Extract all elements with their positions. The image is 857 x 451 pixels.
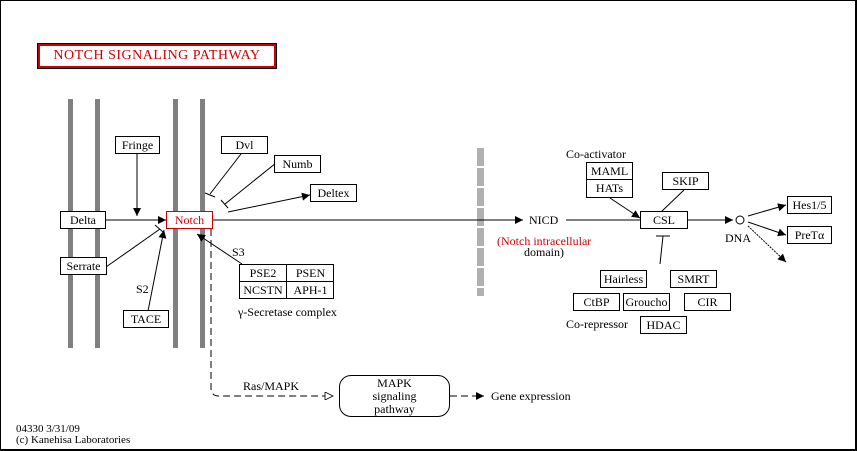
node-notch[interactable]: Notch	[166, 211, 213, 229]
node-csl[interactable]: CSL	[640, 211, 688, 229]
edge-gamma-secretase-to-notch	[196, 233, 243, 265]
edge-corepressor-inhibits-csl	[659, 235, 664, 265]
edge-dna-to-pretalpha	[747, 221, 787, 237]
node-tace[interactable]: TACE	[123, 310, 169, 328]
node-ctbp[interactable]: CtBP	[573, 293, 620, 311]
node-skip[interactable]: SKIP	[662, 172, 709, 190]
label-dna: DNA	[725, 231, 751, 245]
node-mapk-signaling-pathway[interactable]: MAPK signaling pathway	[339, 375, 450, 417]
edge-serrate-to-notch	[105, 228, 161, 268]
edge-dvl-inhibits	[209, 153, 242, 195]
node-ncstn[interactable]: NCSTN	[240, 282, 287, 299]
node-serrate[interactable]: Serrate	[60, 257, 107, 275]
edge-dna-to-other	[747, 225, 787, 263]
node-hdac[interactable]: HDAC	[640, 316, 687, 334]
edge-notch-to-mapk	[210, 229, 333, 396]
footer-map-id-date: 04330 3/31/09	[16, 423, 80, 435]
node-dvl[interactable]: Dvl	[221, 136, 268, 154]
gamma-secretase-complex: PSE2 PSEN NCSTN APH-1	[239, 264, 334, 299]
node-hats[interactable]: HATs	[595, 181, 624, 195]
node-pse2[interactable]: PSE2	[240, 265, 287, 282]
label-coactivator: Co-activator	[566, 147, 626, 161]
label-s2: S2	[136, 282, 149, 296]
footer: 04330 3/31/09 (c) Kanehisa Laboratories	[16, 424, 130, 446]
edge-hats-to-csl	[609, 197, 641, 219]
node-fringe[interactable]: Fringe	[115, 136, 160, 154]
nuclear-membrane	[477, 148, 484, 296]
dna-node[interactable]	[735, 215, 745, 225]
node-deltex[interactable]: Deltex	[310, 184, 357, 202]
node-numb[interactable]: Numb	[274, 155, 321, 173]
label-corepressor: Co-repressor	[566, 317, 628, 331]
coactivator-complex: MAML HATs	[586, 162, 633, 198]
edge-tace-to-notch	[147, 229, 167, 312]
label-ras-mapk: Ras/MAPK	[243, 379, 300, 393]
node-aph1[interactable]: APH-1	[293, 283, 328, 297]
edge-skip-to-csl	[660, 189, 685, 213]
label-nicd[interactable]: NICD	[529, 213, 559, 227]
edge-notch-to-deltex	[227, 192, 311, 213]
node-pretalpha[interactable]: PreTα	[787, 226, 832, 244]
node-delta[interactable]: Delta	[60, 211, 106, 229]
edge-dna-to-hes15	[747, 203, 787, 217]
node-maml[interactable]: MAML	[587, 163, 632, 180]
label-nicd-desc-2: domain)	[524, 245, 564, 259]
label-nicd-desc-1: (Notch intracellular	[497, 234, 592, 248]
edge-numb-inhibits	[224, 162, 277, 205]
node-hairless[interactable]: Hairless	[600, 270, 647, 288]
label-s3: S3	[232, 245, 245, 259]
footer-copyright: (c) Kanehisa Laboratories	[16, 434, 131, 446]
pathway-title: NOTCH SIGNALING PATHWAY	[37, 43, 277, 69]
label-gene-expression: Gene expression	[491, 389, 571, 403]
node-psen[interactable]: PSEN	[287, 265, 334, 282]
node-groucho[interactable]: Groucho	[623, 293, 670, 311]
node-smrt[interactable]: SMRT	[670, 270, 717, 288]
label-gamma-secretase: γ-Secretase complex	[238, 305, 337, 319]
node-hes15[interactable]: Hes1/5	[787, 196, 832, 214]
node-cir[interactable]: CIR	[684, 293, 731, 311]
